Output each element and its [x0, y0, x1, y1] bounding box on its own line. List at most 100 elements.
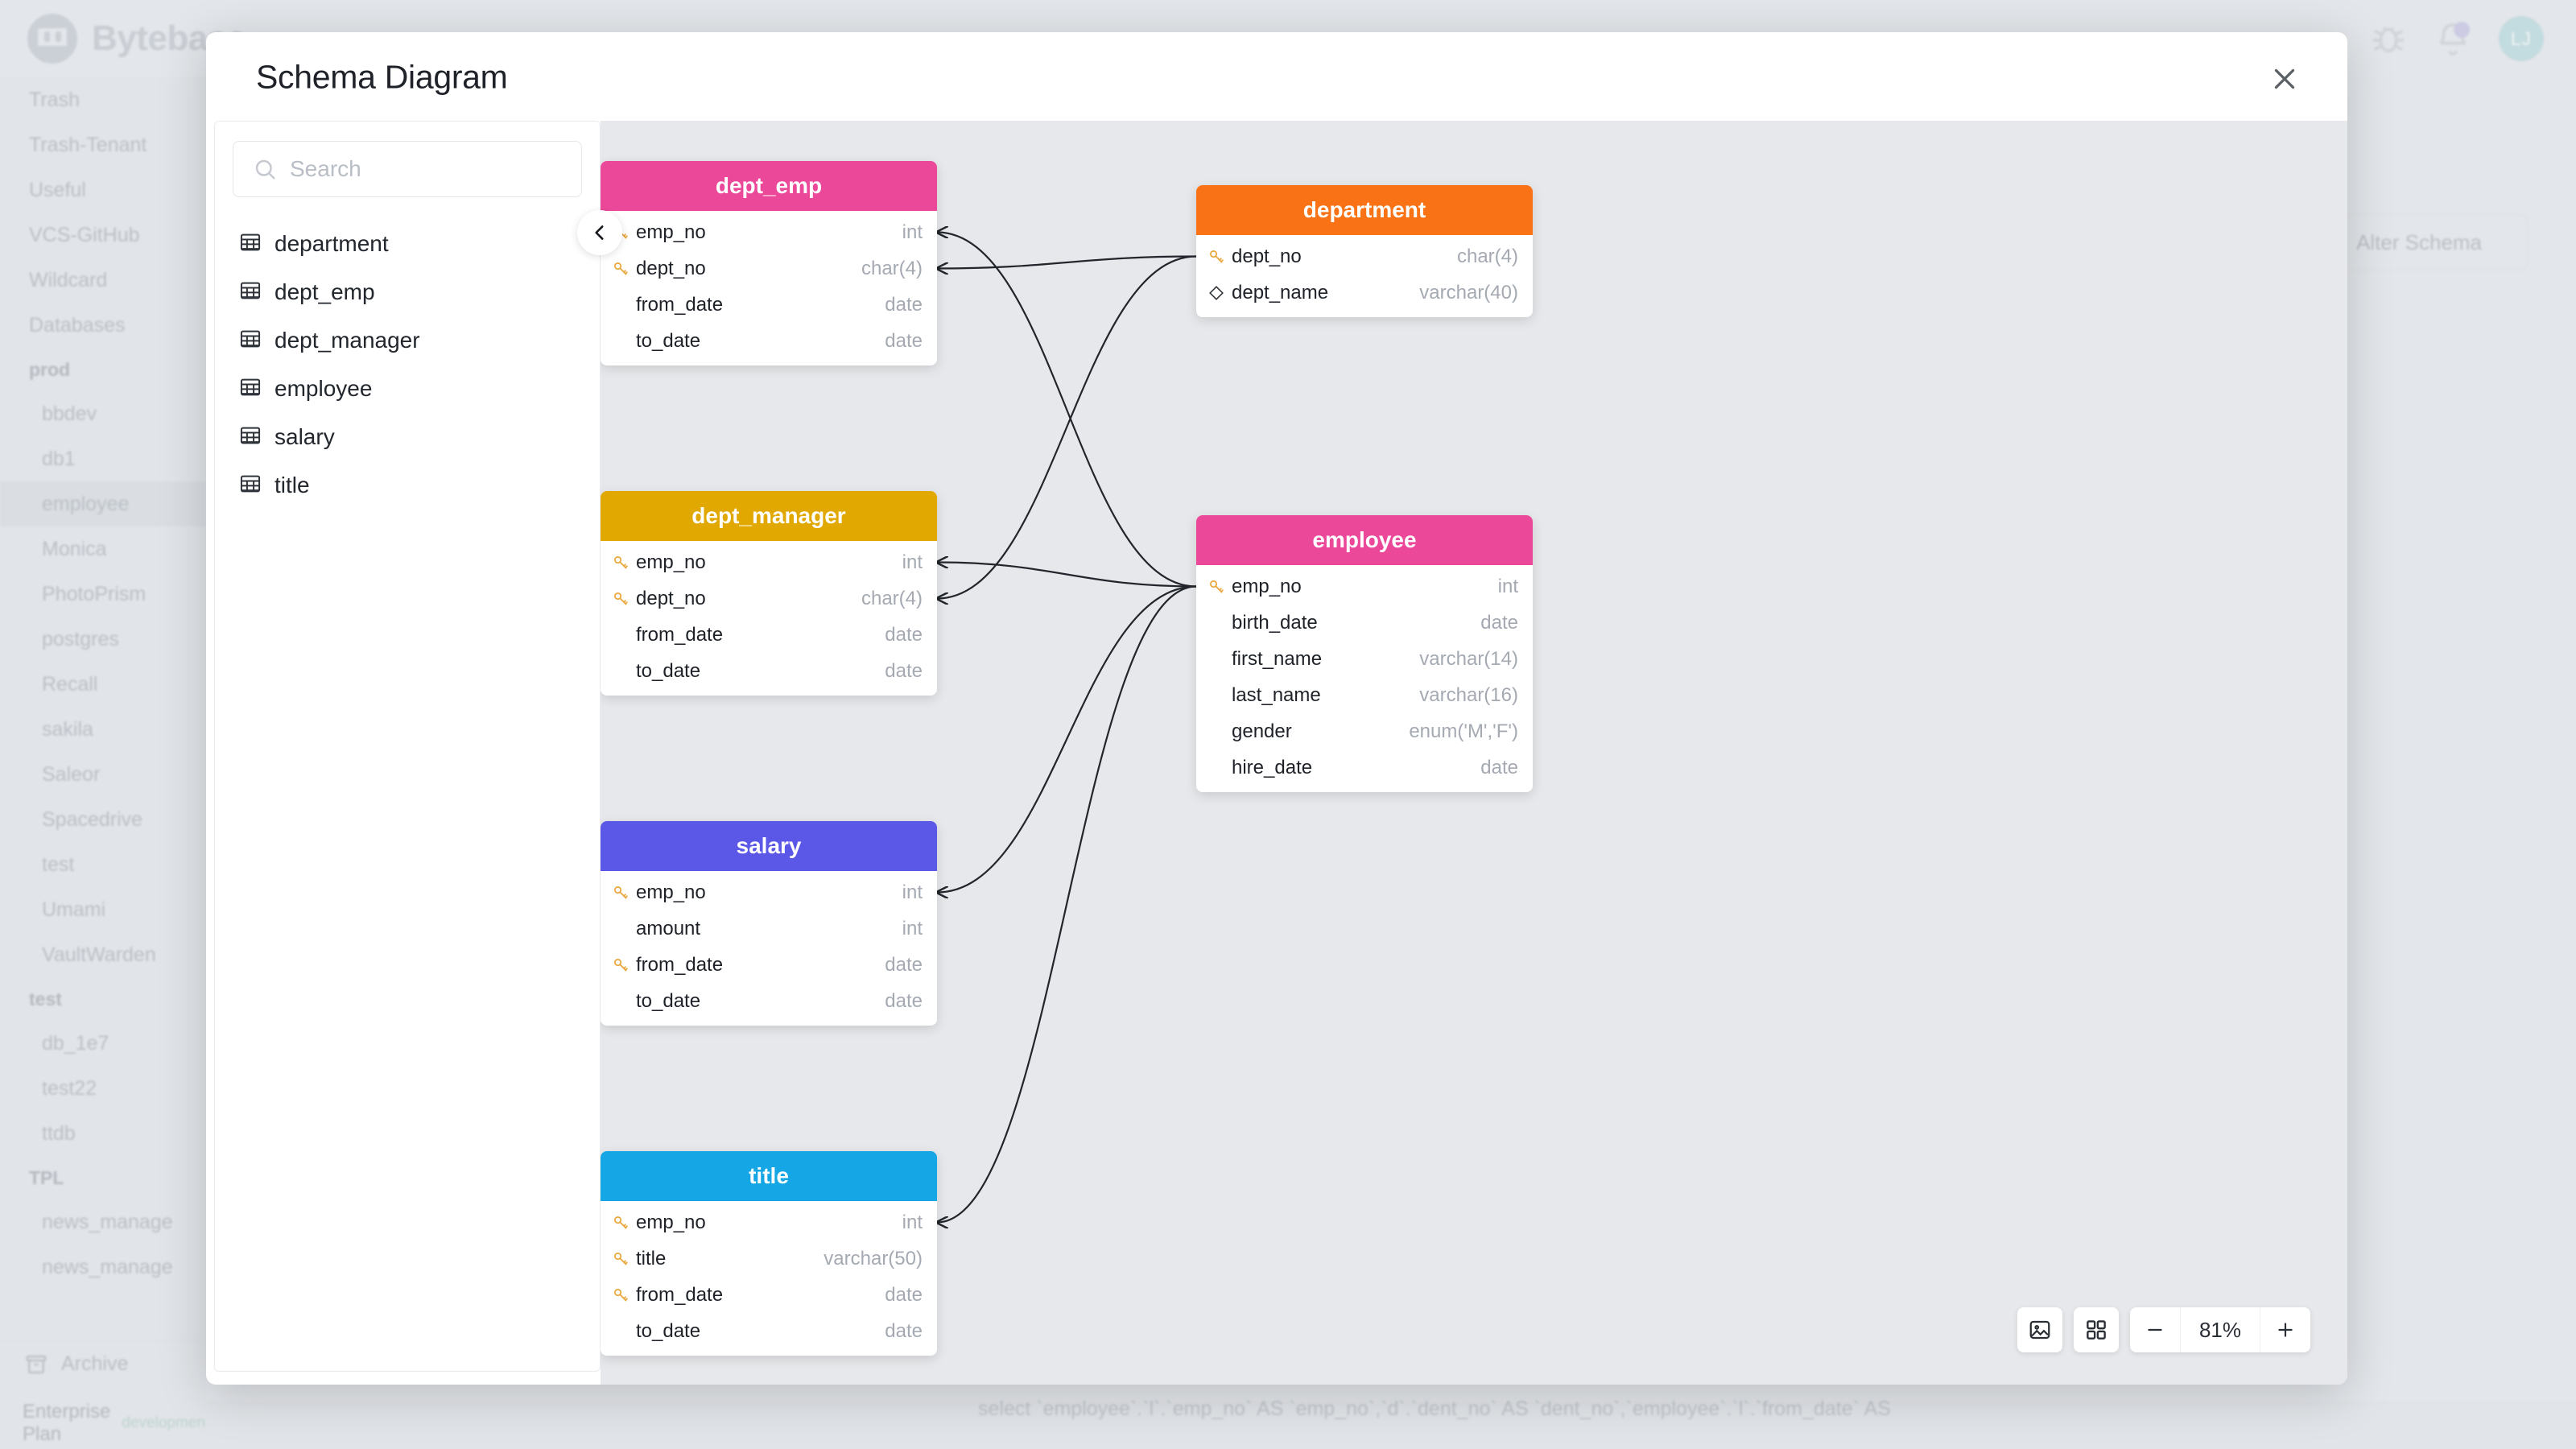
sidebar-item-test22[interactable]: test22: [0, 1066, 206, 1111]
sidebar-item-trash[interactable]: Trash: [0, 77, 206, 122]
list-item-dept_manager[interactable]: dept_manager: [233, 316, 582, 365]
page-title: Schema Diagram: [256, 58, 508, 96]
sidebar-item-tpl[interactable]: TPL: [0, 1156, 206, 1199]
sidebar-item-postgres[interactable]: postgres: [0, 617, 206, 662]
avatar[interactable]: LJ: [2499, 16, 2544, 61]
column-name: first_name: [1232, 647, 1323, 670]
list-item-title[interactable]: title: [233, 461, 582, 510]
grid-icon[interactable]: [2074, 1307, 2119, 1352]
list-item-dept_emp[interactable]: dept_emp: [233, 268, 582, 316]
sidebar-item-saleor[interactable]: Saleor: [0, 752, 206, 797]
plan-indicator[interactable]: Enterprise Plan development: [0, 1397, 209, 1449]
plus-icon[interactable]: [2260, 1307, 2310, 1352]
sidebar-item-monica[interactable]: Monica: [0, 526, 206, 572]
sidebar-item-useful[interactable]: Useful: [0, 167, 206, 213]
sidebar-item-news-manage[interactable]: news_manage: [0, 1245, 206, 1290]
sidebar-item-bbdev[interactable]: bbdev: [0, 391, 206, 436]
column-type: date: [885, 989, 923, 1012]
sidebar-item-news-manage[interactable]: news_manage: [0, 1199, 206, 1245]
column-type: int: [902, 551, 923, 573]
sidebar-item-prod[interactable]: prod: [0, 348, 206, 391]
sidebar-item-vcs-github[interactable]: VCS-GitHub: [0, 213, 206, 258]
column-name: dept_no: [636, 587, 706, 609]
sidebar-item-photoprism[interactable]: PhotoPrism: [0, 572, 206, 617]
sidebar-item-wildcard[interactable]: Wildcard: [0, 258, 206, 303]
relationship-edge: [937, 233, 1197, 588]
sidebar-item-employee[interactable]: employee: [0, 481, 206, 526]
table-node-title: employee: [1196, 515, 1533, 565]
bell-icon[interactable]: [2434, 20, 2471, 57]
column-type: enum('M','F'): [1409, 720, 1518, 742]
table-icon: [239, 279, 262, 306]
tables-panel: department dept_emp dept_manageremployeesa…: [214, 121, 622, 1372]
sidebar-item-archive[interactable]: Archive: [0, 1340, 206, 1388]
sidebar-item-databases[interactable]: Databases: [0, 303, 206, 348]
list-item-department[interactable]: department: [233, 220, 582, 268]
column-name: title: [636, 1247, 667, 1269]
sidebar-item-label: Useful: [29, 178, 86, 201]
sidebar-item-db1[interactable]: db1: [0, 436, 206, 481]
image-icon[interactable]: [2017, 1307, 2062, 1352]
column-name: last_name: [1232, 683, 1321, 706]
relationship-edge: [937, 563, 1197, 588]
sidebar-item-spacedrive[interactable]: Spacedrive: [0, 797, 206, 842]
column-type: int: [1497, 575, 1518, 597]
search-input[interactable]: [290, 156, 562, 182]
sidebar-item-sakila[interactable]: sakila: [0, 707, 206, 752]
sidebar-item-recall[interactable]: Recall: [0, 662, 206, 707]
search-box[interactable]: [233, 141, 582, 197]
sidebar-item-vaultwarden[interactable]: VaultWarden: [0, 932, 206, 977]
close-icon[interactable]: [2259, 53, 2310, 105]
sidebar-item-trash-tenant[interactable]: Trash-Tenant: [0, 122, 206, 167]
list-item-salary[interactable]: salary: [233, 413, 582, 461]
list-item-employee[interactable]: employee: [233, 365, 582, 413]
sidebar-item-test[interactable]: test: [0, 977, 206, 1021]
sidebar-item-label: news_manage: [42, 1210, 173, 1233]
sidebar-item-db-1e7[interactable]: db_1e7: [0, 1021, 206, 1066]
sidebar-item-ttdb[interactable]: ttdb: [0, 1111, 206, 1156]
column-name: to_date: [636, 659, 701, 682]
alter-schema-button[interactable]: Alter Schema: [2310, 214, 2528, 270]
collapse-panel-button[interactable]: [577, 210, 622, 255]
table-icon: [239, 376, 262, 402]
minus-icon[interactable]: [2130, 1307, 2180, 1352]
list-item-label: dept_emp: [275, 279, 375, 304]
bug-icon[interactable]: [2370, 20, 2407, 57]
sidebar-item-umami[interactable]: Umami: [0, 887, 206, 932]
sidebar-item-test[interactable]: test: [0, 842, 206, 887]
